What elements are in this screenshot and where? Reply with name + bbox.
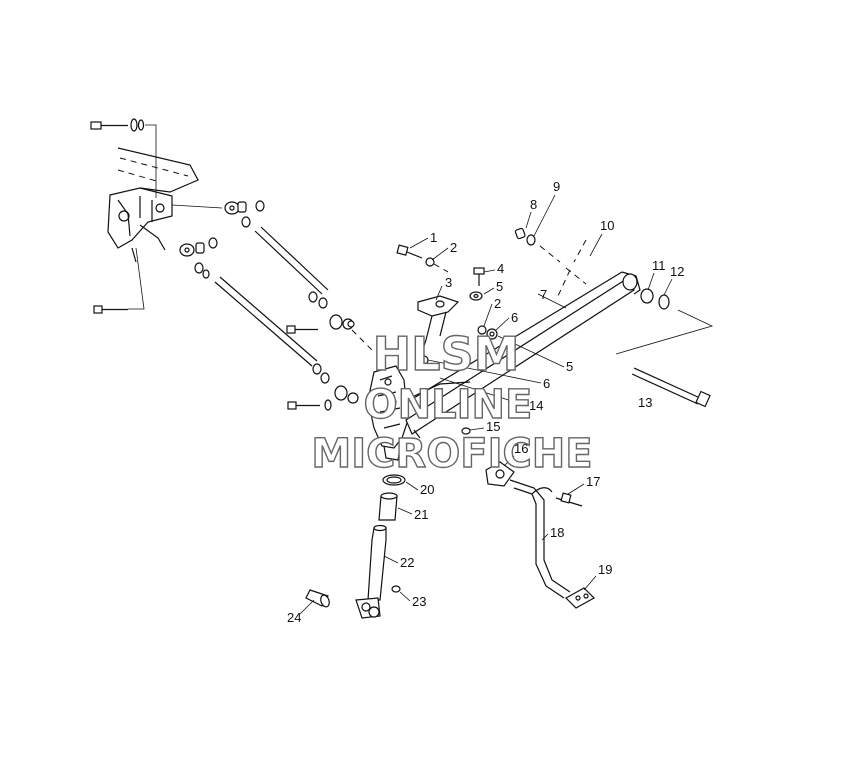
callout-15: 15 — [486, 419, 500, 434]
callout-13: 13 — [638, 395, 652, 410]
pivot-bolt — [631, 367, 711, 408]
callout-17: 17 — [586, 474, 600, 489]
callout-24: 24 — [287, 610, 301, 625]
callout-19: 19 — [598, 562, 612, 577]
upper-tie-rod — [171, 200, 329, 309]
callout-5b: 5 — [566, 359, 573, 374]
callout-labels: 1 2 3 4 5 2 6 5 6 7 8 9 10 11 12 13 14 1… — [287, 179, 684, 625]
callout-22: 22 — [400, 555, 414, 570]
callout-4: 4 — [497, 261, 504, 276]
callout-23: 23 — [412, 594, 426, 609]
radius-rod — [403, 271, 641, 439]
steering-arm-16 — [485, 461, 515, 487]
callout-6b: 6 — [543, 376, 550, 391]
callout-1: 1 — [430, 230, 437, 245]
ball-joint-stud — [469, 267, 485, 301]
steering-bracket — [417, 295, 460, 365]
callout-6: 6 — [511, 310, 518, 325]
rear-bolt-set — [514, 227, 587, 297]
callout-2: 2 — [450, 240, 457, 255]
watermark-line2: ONLINE — [364, 382, 533, 428]
callout-7: 7 — [540, 287, 547, 302]
rod-end-upper — [286, 314, 373, 351]
callout-11: 11 — [652, 258, 666, 273]
grease-fitting — [461, 427, 471, 435]
top-bolt-1 — [396, 244, 449, 273]
callout-2b: 2 — [494, 296, 501, 311]
ski-spindle — [355, 524, 387, 619]
spindle-washer — [382, 474, 406, 486]
watermark-line3: MICROFICHE — [311, 431, 592, 477]
spindle-bushing — [378, 492, 398, 521]
tie-rod-18 — [509, 479, 571, 599]
callout-18: 18 — [550, 525, 564, 540]
callout-leaders — [299, 194, 673, 615]
callout-20: 20 — [420, 482, 434, 497]
callout-8: 8 — [530, 197, 537, 212]
spindle-bushing-24 — [305, 589, 330, 608]
spindle-assembly — [367, 365, 409, 461]
washer-nut-stack — [477, 325, 498, 340]
watermark-line1: HLSM — [373, 327, 520, 381]
callout-10: 10 — [600, 218, 614, 233]
callout-14: 14 — [529, 398, 543, 413]
callout-16: 16 — [514, 441, 528, 456]
lower-tie-rod — [179, 237, 330, 384]
callout-9: 9 — [553, 179, 560, 194]
bracket-bottom-bolt — [93, 247, 145, 314]
callout-12: 12 — [670, 264, 684, 279]
callout-21: 21 — [414, 507, 428, 522]
pivot-bushings — [615, 288, 714, 355]
watermark: HLSM ONLINE MICROFICHE — [311, 326, 594, 477]
frame-mount-bracket — [107, 147, 199, 263]
callout-3: 3 — [445, 275, 452, 290]
rod-end-lower — [287, 385, 359, 411]
bracket-top-bolt — [90, 118, 157, 198]
adjuster-17 — [555, 492, 583, 507]
callout-5: 5 — [496, 279, 503, 294]
spindle-bolt-23 — [391, 585, 401, 593]
rod-end-19 — [565, 587, 595, 609]
